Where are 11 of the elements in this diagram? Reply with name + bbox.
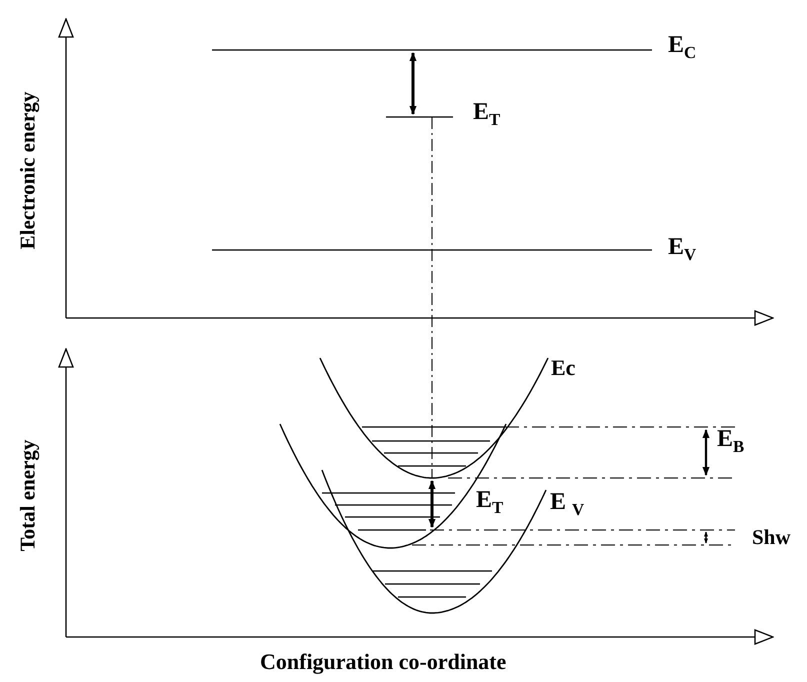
level-label: E$_{C}$ — [668, 33, 696, 62]
curve-label: Ec — [551, 357, 576, 379]
axis-label: Electronic energy — [17, 91, 38, 249]
level-label: E$_{T}$ — [476, 488, 504, 517]
axis-label: Configuration co-ordinate — [260, 651, 506, 673]
level-label: E$_{V}$ — [668, 235, 696, 264]
energy-label: Shw — [752, 527, 791, 548]
level-label: E$_{B}$ — [717, 427, 744, 456]
level-label: E$_{T}$ — [473, 100, 500, 129]
axis-label: Total energy — [17, 439, 38, 551]
curve-label: E $_{V}$ — [550, 490, 584, 519]
